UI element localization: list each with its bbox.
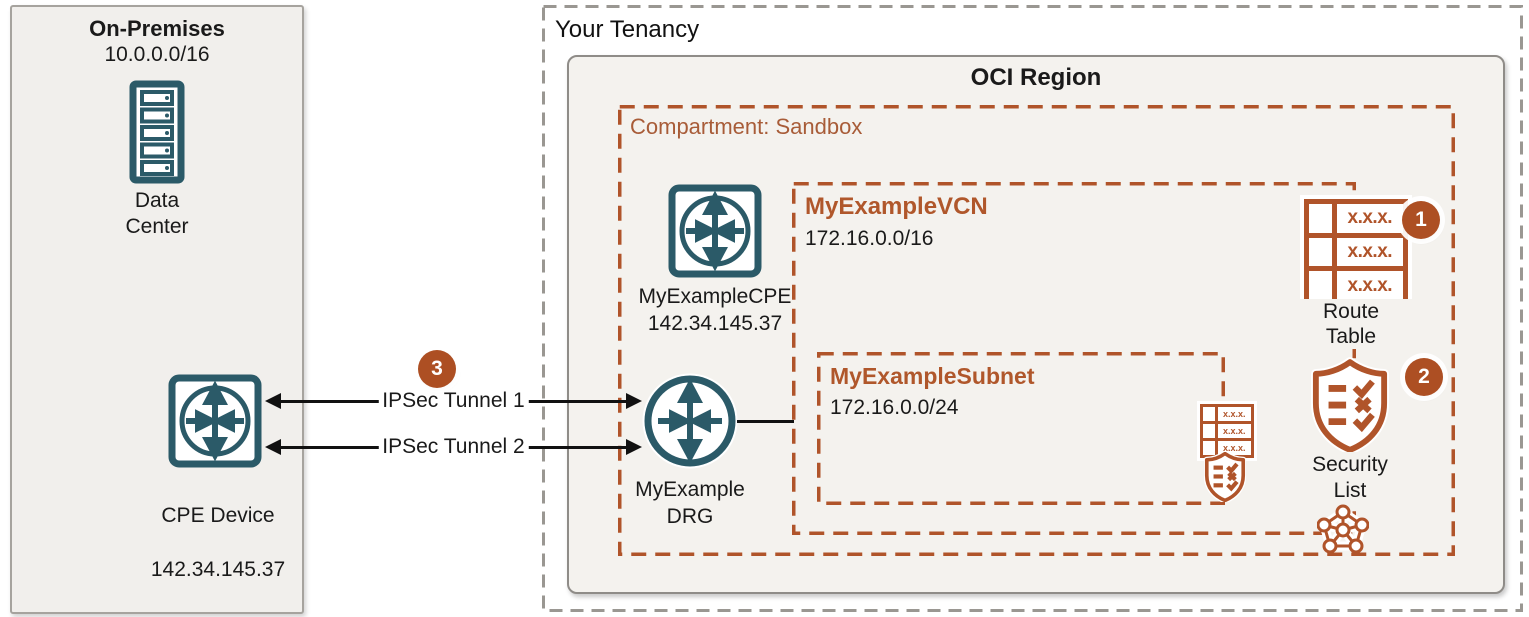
cpe-device-labels: CPE Device 142.34.145.37 <box>133 475 303 610</box>
route-table-cell-value: x.x.x. <box>1347 207 1393 229</box>
cpe-device-router-icon <box>168 374 262 468</box>
route-table-cell-blank <box>1309 237 1337 267</box>
vcn-network-pentagon-icon <box>1317 504 1369 554</box>
route-table-cell-blank <box>1203 407 1218 421</box>
arrowhead-right-icon <box>626 393 642 409</box>
compartment-label: Compartment: Sandbox <box>630 114 863 139</box>
subnet-cidr: 172.16.0.0/24 <box>830 396 959 419</box>
route-table-node: x.x.x. x.x.x. x.x.x. 1 Route Table <box>1271 199 1440 349</box>
step-2-badge: 2 <box>1405 358 1443 396</box>
route-table-row: x.x.x. <box>1309 271 1403 301</box>
step-3-badge: 3 <box>418 350 456 388</box>
oci-cpe-router-icon <box>668 184 762 278</box>
route-table-row: x.x.x. <box>1203 441 1251 455</box>
on-premises-cidr: 10.0.0.0/16 <box>104 43 210 66</box>
server-rack-icon <box>129 80 185 184</box>
route-table-row: x.x.x. <box>1203 407 1251 424</box>
tenancy-label: Your Tenancy <box>555 16 700 43</box>
ipsec-tunnel-2-label: IPSec Tunnel 2 <box>378 435 529 459</box>
route-table-icon: x.x.x. x.x.x. x.x.x. <box>1304 199 1408 305</box>
subnet-dashed-border <box>817 352 1225 505</box>
ipsec-tunnel-1-label: IPSec Tunnel 1 <box>378 389 529 413</box>
subnet-box: MyExampleSubnet 172.16.0.0/24 <box>817 352 1225 505</box>
route-table-label: Route Table <box>1271 299 1431 349</box>
route-table-cell-blank <box>1309 271 1337 301</box>
route-table-cell-blank <box>1203 424 1218 438</box>
oci-cpe-node: MyExampleCPE 142.34.145.37 <box>639 183 791 335</box>
route-table-cell-blank <box>1309 204 1337 233</box>
oci-region-title: OCI Region <box>970 64 1102 91</box>
on-premises-box: On-Premises 10.0.0.0/16 Data Center <box>10 5 304 614</box>
data-center-label: Data Center <box>125 189 189 238</box>
drg-router-icon <box>642 373 738 469</box>
oci-cpe-labels: MyExampleCPE 142.34.145.37 <box>615 283 815 337</box>
ipsec-tunnel-1-line: IPSec Tunnel 1 <box>265 389 642 413</box>
drg-label: MyExample DRG <box>635 478 745 528</box>
vcn-dashed-border <box>792 182 1356 535</box>
compartment-dashed-border <box>618 105 1455 556</box>
route-table-cell-value: x.x.x. <box>1347 274 1393 296</box>
vcn-cidr: 172.16.0.0/16 <box>805 227 934 250</box>
oci-cpe-name: MyExampleCPE <box>638 285 792 308</box>
route-table-row: x.x.x. <box>1203 424 1251 441</box>
cpe-device-label: CPE Device <box>161 504 275 527</box>
route-table-cell-value: x.x.x. <box>1222 443 1246 453</box>
drg-vcn-connector-line <box>737 420 794 423</box>
vcn-box: MyExampleVCN 172.16.0.0/16 <box>792 182 1356 535</box>
security-list-node: 2 Security List <box>1270 357 1443 504</box>
on-premises-title: On-Premises <box>89 16 225 41</box>
step-1-badge: 1 <box>1402 201 1440 239</box>
arrowhead-left-icon <box>265 439 281 455</box>
arrowhead-right-icon <box>626 439 642 455</box>
route-table-cell-value: x.x.x. <box>1222 409 1246 419</box>
subnet-name: MyExampleSubnet <box>830 363 1035 389</box>
vcn-name: MyExampleVCN <box>805 193 988 220</box>
route-table-cell-value: x.x.x. <box>1222 426 1246 436</box>
subnet-security-list-shield-icon <box>1204 452 1246 502</box>
route-table-row: x.x.x. <box>1309 204 1403 238</box>
cpe-device-ip: 142.34.145.37 <box>150 558 286 581</box>
arrowhead-left-icon <box>265 393 281 409</box>
tenancy-dashed-border <box>542 5 1523 612</box>
subnet-route-table-icon: x.x.x. x.x.x. x.x.x. <box>1200 404 1254 458</box>
compartment-box: Compartment: Sandbox <box>618 105 1455 556</box>
security-list-shield-icon <box>1311 357 1389 455</box>
oci-cpe-ip: 142.34.145.37 <box>647 312 783 335</box>
route-table-cell-value: x.x.x. <box>1347 241 1393 262</box>
security-list-label: Security List <box>1270 452 1430 504</box>
ipsec-tunnel-2-line: IPSec Tunnel 2 <box>265 435 642 459</box>
drg-node: MyExample DRG <box>635 373 745 528</box>
tenancy-box: Your Tenancy <box>542 5 1523 612</box>
route-table-cell-blank <box>1203 441 1218 455</box>
route-table-row: x.x.x. <box>1309 237 1403 272</box>
